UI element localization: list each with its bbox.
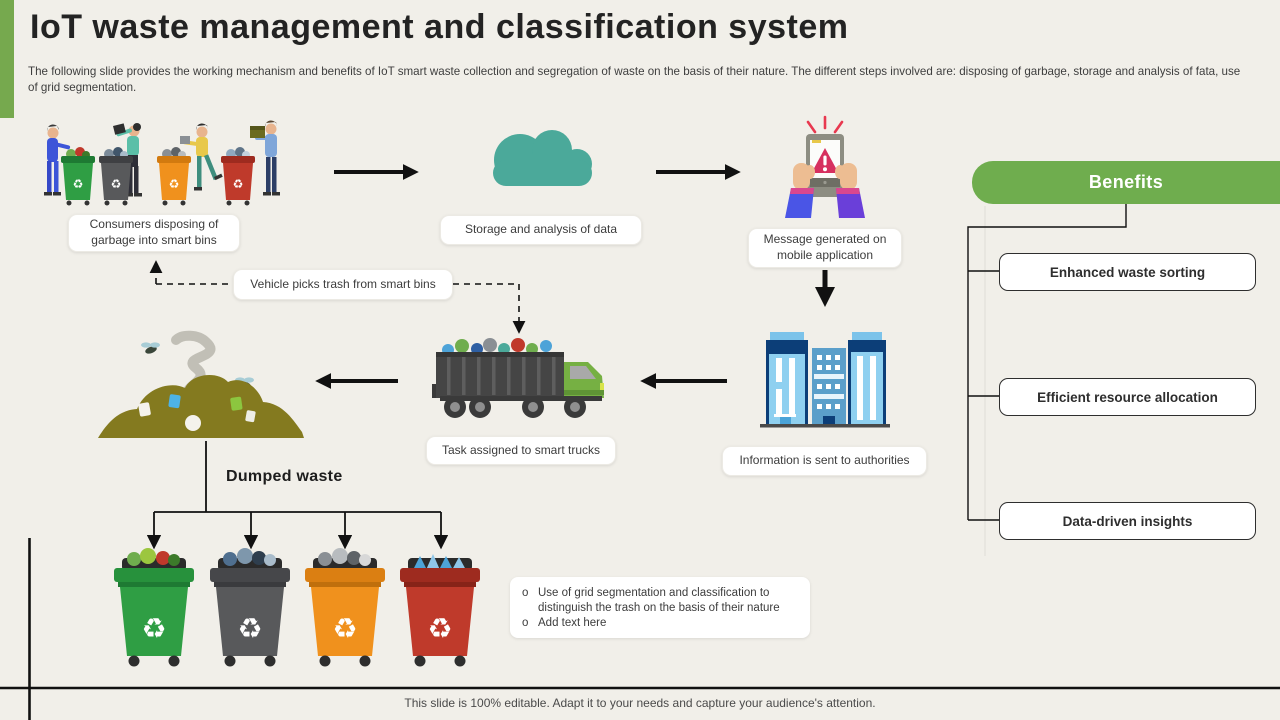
- bullet-marker: o: [522, 587, 529, 599]
- person-icon: [180, 123, 223, 191]
- label-smart-trucks: Task assigned to smart trucks: [426, 436, 616, 465]
- footer-note: This slide is 100% editable. Adapt it to…: [404, 696, 876, 710]
- benefit-item-2: Efficient resource allocation: [999, 378, 1256, 416]
- label-consumers: Consumers disposing of garbage into smar…: [68, 214, 240, 252]
- benefits-header-label: Benefits: [1088, 172, 1164, 192]
- benefits-bracket-lines: [967, 204, 1127, 521]
- recycle-icon: ♻: [111, 177, 122, 191]
- tower-middle-icon: [812, 348, 846, 424]
- fly-icon: [141, 342, 160, 354]
- green-accent-bar: [0, 0, 14, 118]
- classification-bins-icon: ♻ ♻ ♻ ♻: [114, 548, 480, 667]
- page-subtitle: The following slide provides the working…: [28, 65, 1241, 94]
- recycle-icon: ♻: [237, 612, 262, 645]
- label-storage: Storage and analysis of data: [440, 215, 642, 245]
- note-text: Add text here: [538, 616, 607, 629]
- note-item: o Add text here: [522, 616, 798, 631]
- recycle-icon: ♻: [73, 177, 84, 191]
- person-icon: [44, 124, 71, 196]
- tower-left-icon: [766, 332, 808, 424]
- note-text: Use of grid segmentation and classificat…: [538, 587, 780, 614]
- recycle-icon: ♻: [332, 612, 357, 645]
- person-icon: [112, 123, 142, 197]
- recycle-icon: ♻: [233, 177, 244, 191]
- mobile-alert-icon: [785, 115, 865, 218]
- waste-pile-icon: [98, 330, 304, 438]
- benefit-item-3: Data-driven insights: [999, 502, 1256, 540]
- label-message: Message generated on mobile application: [748, 228, 902, 268]
- cloud-icon: [493, 130, 592, 186]
- authority-buildings-icon: [760, 332, 890, 428]
- recycle-icon: ♻: [141, 612, 166, 645]
- small-bin-red-icon: ♻: [221, 147, 255, 206]
- small-bin-green-icon: ♻: [61, 147, 95, 206]
- recycle-icon: ♻: [169, 177, 180, 191]
- hands-icon: [793, 163, 857, 190]
- label-dumped-waste: Dumped waste: [226, 468, 343, 485]
- note-item: o Use of grid segmentation and classific…: [522, 586, 798, 616]
- truck-trash-icon: [442, 338, 552, 356]
- small-bin-gray-icon: ♻: [99, 147, 133, 206]
- garbage-truck-icon: [432, 338, 604, 418]
- recycle-icon: ♻: [427, 612, 452, 645]
- bin-gray-icon: ♻: [210, 548, 290, 667]
- bin-orange-icon: ♻: [305, 548, 385, 667]
- bins-branch-lines: [146, 441, 449, 550]
- segmentation-notes-box: o Use of grid segmentation and classific…: [510, 577, 810, 638]
- bin-green-icon: ♻: [114, 548, 194, 667]
- benefits-header: Benefits: [972, 161, 1280, 204]
- bullet-marker: o: [522, 616, 529, 629]
- label-vehicle-picks: Vehicle picks trash from smart bins: [233, 269, 453, 300]
- pile-trash-icon: [138, 394, 256, 431]
- page-title: IoT waste management and classification …: [30, 8, 849, 46]
- tower-right-icon: [848, 332, 886, 424]
- truck-wheels-icon: [444, 396, 586, 418]
- alert-rays-icon: [806, 115, 844, 134]
- label-authorities: Information is sent to authorities: [722, 446, 927, 476]
- bin-red-icon: ♻: [400, 554, 480, 667]
- small-bin-orange-icon: ♻: [157, 147, 191, 206]
- person-icon: [250, 120, 280, 196]
- consumers-smart-bins-icon: ♻ ♻ ♻ ♻: [44, 120, 280, 206]
- benefit-item-1: Enhanced waste sorting: [999, 253, 1256, 291]
